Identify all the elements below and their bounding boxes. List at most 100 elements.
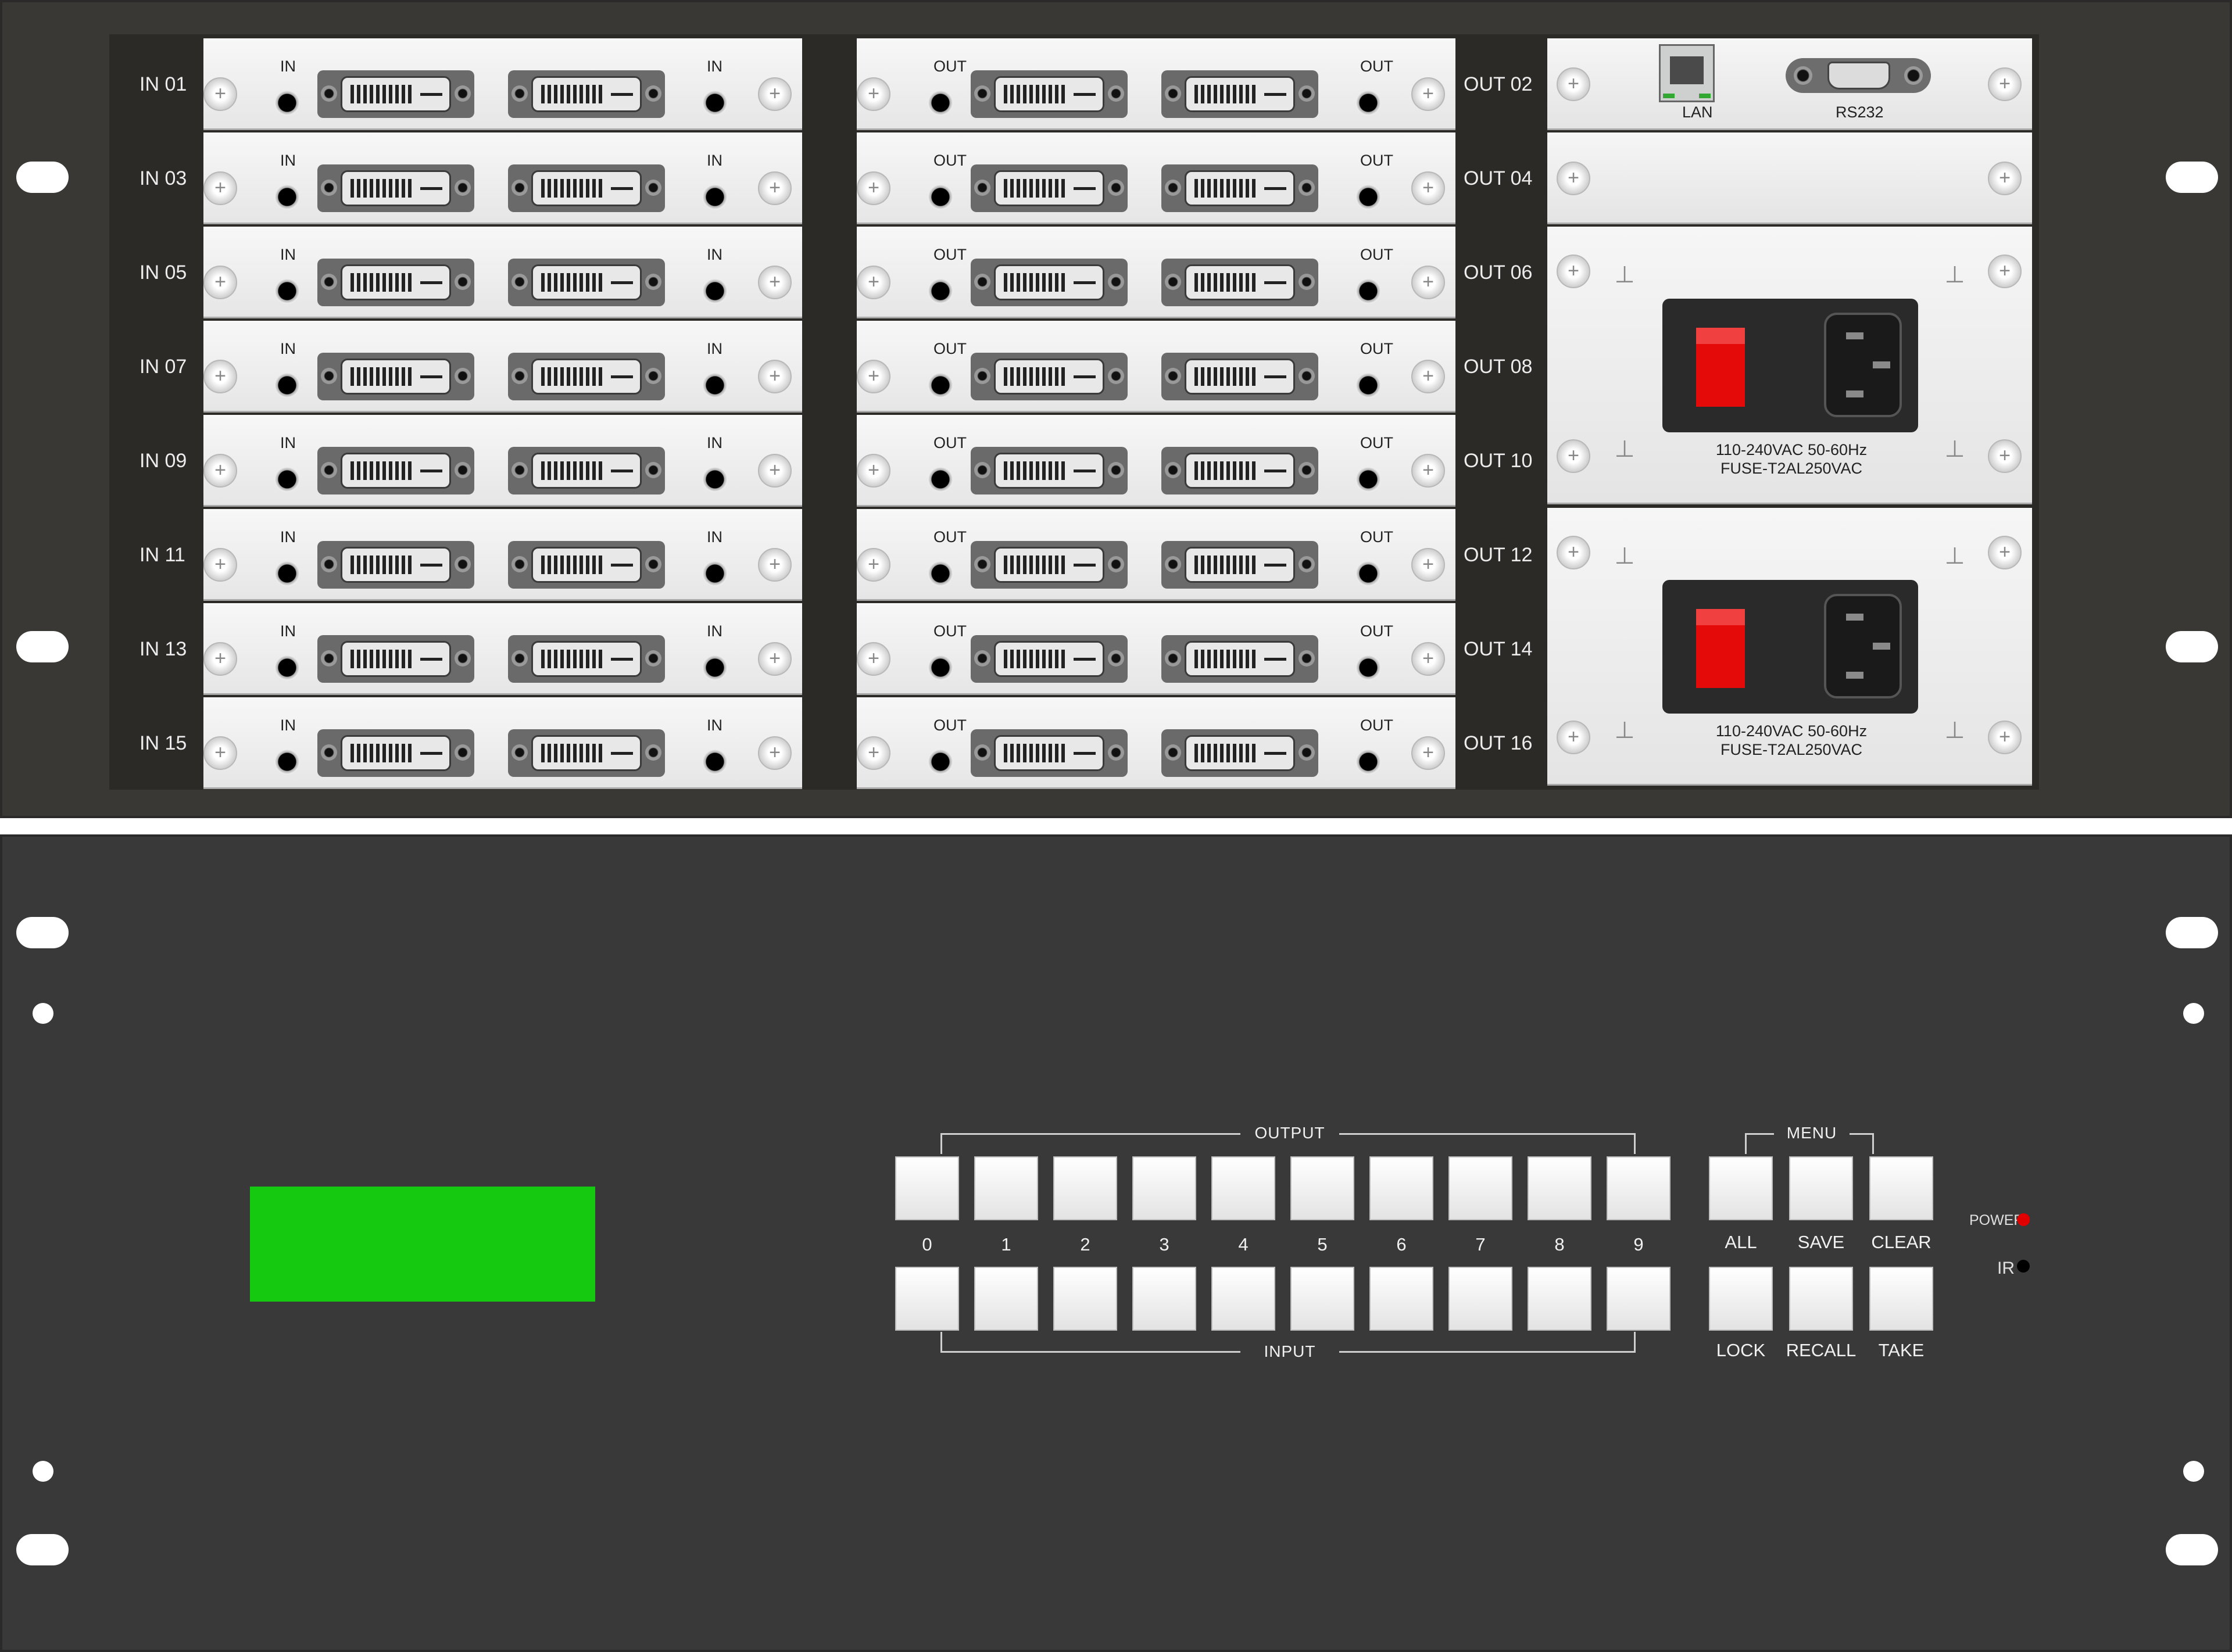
audio-jack[interactable] (702, 184, 728, 210)
audio-jack[interactable] (274, 184, 300, 210)
input-button-9[interactable] (1607, 1267, 1671, 1331)
menu-button-bottom-1[interactable] (1789, 1267, 1853, 1331)
audio-jack[interactable] (928, 278, 953, 304)
dvi-port[interactable] (508, 447, 665, 494)
thumb-screw-icon[interactable]: + (203, 642, 237, 676)
menu-button-top-2[interactable] (1869, 1156, 1933, 1220)
input-button-0[interactable] (895, 1267, 959, 1331)
thumb-screw-icon[interactable]: + (758, 77, 792, 111)
dvi-port[interactable] (971, 353, 1128, 400)
thumb-screw-icon[interactable]: + (1557, 67, 1590, 101)
thumb-screw-icon[interactable]: + (1988, 439, 2022, 473)
output-button-6[interactable] (1369, 1156, 1433, 1220)
thumb-screw-icon[interactable]: + (1988, 536, 2022, 569)
thumb-screw-icon[interactable]: + (1988, 162, 2022, 195)
dvi-port[interactable] (971, 541, 1128, 589)
thumb-screw-icon[interactable]: + (1411, 360, 1445, 393)
audio-jack[interactable] (928, 467, 953, 492)
thumb-screw-icon[interactable]: + (1411, 171, 1445, 205)
thumb-screw-icon[interactable]: + (857, 454, 890, 488)
input-button-3[interactable] (1132, 1267, 1196, 1331)
thumb-screw-icon[interactable]: + (203, 266, 237, 299)
thumb-screw-icon[interactable]: + (758, 548, 792, 582)
iec-power-socket[interactable] (1824, 594, 1902, 698)
input-button-6[interactable] (1369, 1267, 1433, 1331)
thumb-screw-icon[interactable]: + (1557, 721, 1590, 754)
thumb-screw-icon[interactable]: + (1411, 454, 1445, 488)
audio-jack[interactable] (702, 467, 728, 492)
dvi-port[interactable] (317, 70, 474, 118)
audio-jack[interactable] (274, 655, 300, 680)
audio-jack[interactable] (702, 90, 728, 116)
menu-button-bottom-0[interactable] (1709, 1267, 1773, 1331)
output-button-1[interactable] (974, 1156, 1038, 1220)
audio-jack[interactable] (928, 90, 953, 116)
thumb-screw-icon[interactable]: + (203, 360, 237, 393)
iec-power-socket[interactable] (1824, 313, 1902, 417)
thumb-screw-icon[interactable]: + (857, 360, 890, 393)
dvi-port[interactable] (317, 259, 474, 306)
thumb-screw-icon[interactable]: + (1411, 548, 1445, 582)
thumb-screw-icon[interactable]: + (758, 266, 792, 299)
audio-jack[interactable] (274, 278, 300, 304)
dvi-port[interactable] (317, 353, 474, 400)
thumb-screw-icon[interactable]: + (1557, 439, 1590, 473)
thumb-screw-icon[interactable]: + (203, 736, 237, 770)
thumb-screw-icon[interactable]: + (1557, 536, 1590, 569)
thumb-screw-icon[interactable]: + (857, 736, 890, 770)
thumb-screw-icon[interactable]: + (1411, 266, 1445, 299)
dvi-port[interactable] (1161, 353, 1318, 400)
thumb-screw-icon[interactable]: + (1988, 67, 2022, 101)
thumb-screw-icon[interactable]: + (1411, 736, 1445, 770)
audio-jack[interactable] (928, 561, 953, 586)
audio-jack[interactable] (928, 655, 953, 680)
input-button-4[interactable] (1211, 1267, 1275, 1331)
thumb-screw-icon[interactable]: + (1411, 77, 1445, 111)
thumb-screw-icon[interactable]: + (1411, 642, 1445, 676)
menu-button-top-0[interactable] (1709, 1156, 1773, 1220)
audio-jack[interactable] (274, 467, 300, 492)
dvi-port[interactable] (508, 541, 665, 589)
audio-jack[interactable] (1355, 749, 1381, 775)
thumb-screw-icon[interactable]: + (758, 171, 792, 205)
output-button-0[interactable] (895, 1156, 959, 1220)
dvi-port[interactable] (971, 164, 1128, 212)
dvi-port[interactable] (317, 541, 474, 589)
input-button-2[interactable] (1053, 1267, 1117, 1331)
rs232-port[interactable] (1786, 58, 1931, 93)
dvi-port[interactable] (1161, 70, 1318, 118)
dvi-port[interactable] (317, 635, 474, 683)
dvi-port[interactable] (1161, 635, 1318, 683)
output-button-3[interactable] (1132, 1156, 1196, 1220)
output-button-5[interactable] (1290, 1156, 1354, 1220)
audio-jack[interactable] (702, 561, 728, 586)
dvi-port[interactable] (1161, 541, 1318, 589)
dvi-port[interactable] (508, 70, 665, 118)
thumb-screw-icon[interactable]: + (857, 266, 890, 299)
output-button-7[interactable] (1448, 1156, 1512, 1220)
audio-jack[interactable] (928, 184, 953, 210)
input-button-8[interactable] (1528, 1267, 1591, 1331)
audio-jack[interactable] (928, 749, 953, 775)
dvi-port[interactable] (508, 353, 665, 400)
audio-jack[interactable] (1355, 278, 1381, 304)
thumb-screw-icon[interactable]: + (758, 360, 792, 393)
menu-button-top-1[interactable] (1789, 1156, 1853, 1220)
audio-jack[interactable] (274, 561, 300, 586)
dvi-port[interactable] (1161, 164, 1318, 212)
audio-jack[interactable] (1355, 467, 1381, 492)
lan-port[interactable] (1659, 44, 1715, 102)
output-button-4[interactable] (1211, 1156, 1275, 1220)
thumb-screw-icon[interactable]: + (203, 548, 237, 582)
audio-jack[interactable] (1355, 184, 1381, 210)
input-button-5[interactable] (1290, 1267, 1354, 1331)
input-button-7[interactable] (1448, 1267, 1512, 1331)
output-button-9[interactable] (1607, 1156, 1671, 1220)
dvi-port[interactable] (508, 164, 665, 212)
thumb-screw-icon[interactable]: + (1988, 255, 2022, 288)
audio-jack[interactable] (702, 278, 728, 304)
audio-jack[interactable] (1355, 90, 1381, 116)
thumb-screw-icon[interactable]: + (758, 642, 792, 676)
dvi-port[interactable] (508, 635, 665, 683)
thumb-screw-icon[interactable]: + (203, 171, 237, 205)
